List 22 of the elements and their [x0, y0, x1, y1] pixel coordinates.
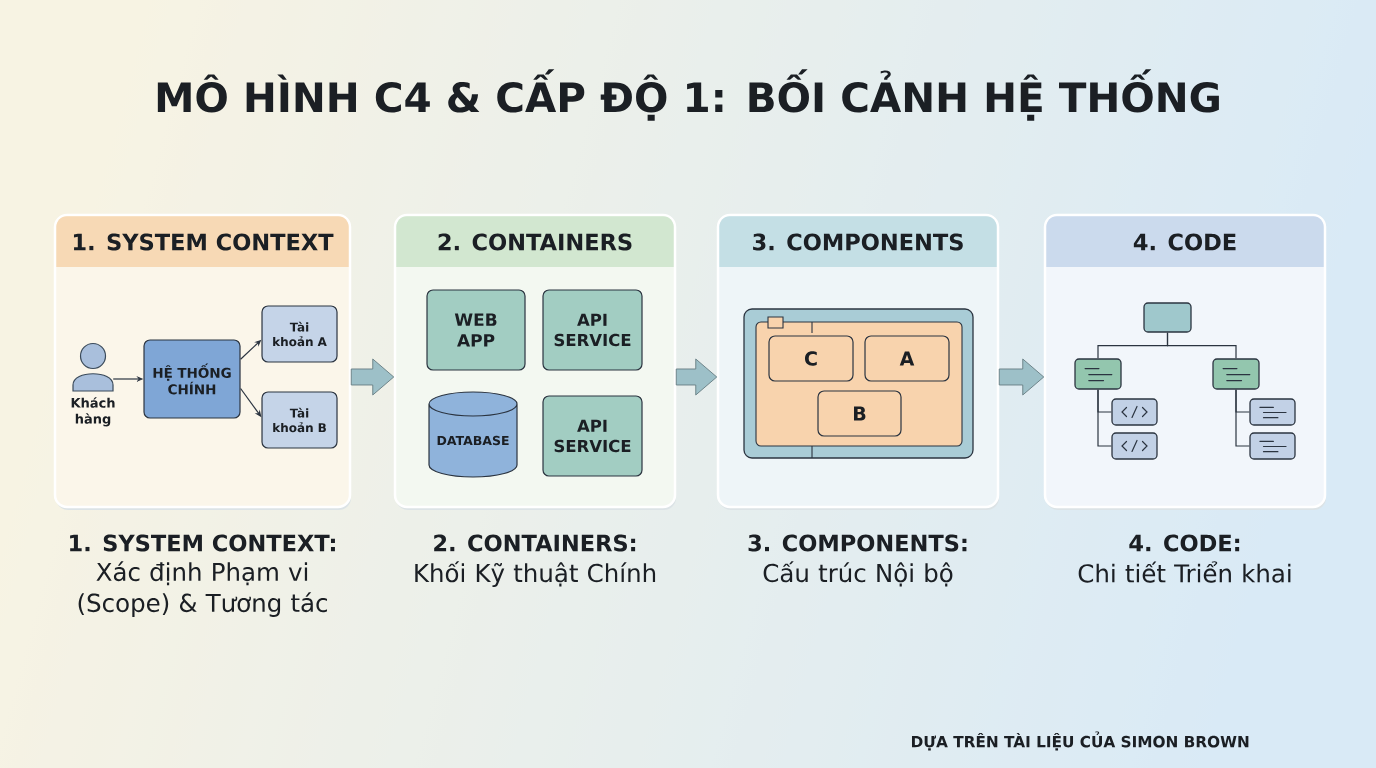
block-arrow — [350, 358, 395, 396]
title: MÔ HÌNH C4 & CẤP ĐỘ 1: BỐI CẢNH HỆ THỐNG — [157, 69, 1219, 121]
caption-heading: 2. CONTAINERS: — [434, 534, 636, 552]
component-box: B — [817, 390, 902, 437]
database-cylinder: DATABASE — [428, 391, 518, 478]
credit-text: DỰA TRÊN TÀI LIỆU CỦA SIMON BROWN — [912, 731, 1249, 751]
caption-heading: 3. COMPONENTS: — [748, 534, 967, 552]
panel-header: 3. COMPONENTS — [719, 216, 997, 267]
container-box: WEB APP — [426, 289, 526, 371]
component-box: A — [864, 335, 950, 382]
caption-heading: 1. SYSTEM CONTEXT: — [70, 534, 335, 552]
block-arrow — [998, 358, 1045, 396]
caption-text: Cấu trúc Nội bộ — [763, 561, 953, 587]
caption-text: Xác định Phạm vi (Scope) & Tương tác — [78, 561, 327, 617]
block-arrow — [675, 358, 718, 396]
container-box: API SERVICE — [542, 395, 643, 477]
caption-heading: 4. CODE: — [1129, 534, 1240, 552]
component-box: C — [768, 335, 854, 382]
caption-text: Chi tiết Triển khai — [1078, 561, 1291, 583]
caption-text: Khối Kỹ thuật Chính — [415, 561, 656, 587]
panel-header: 2. CONTAINERS — [396, 216, 674, 267]
container-box: API SERVICE — [542, 289, 643, 371]
